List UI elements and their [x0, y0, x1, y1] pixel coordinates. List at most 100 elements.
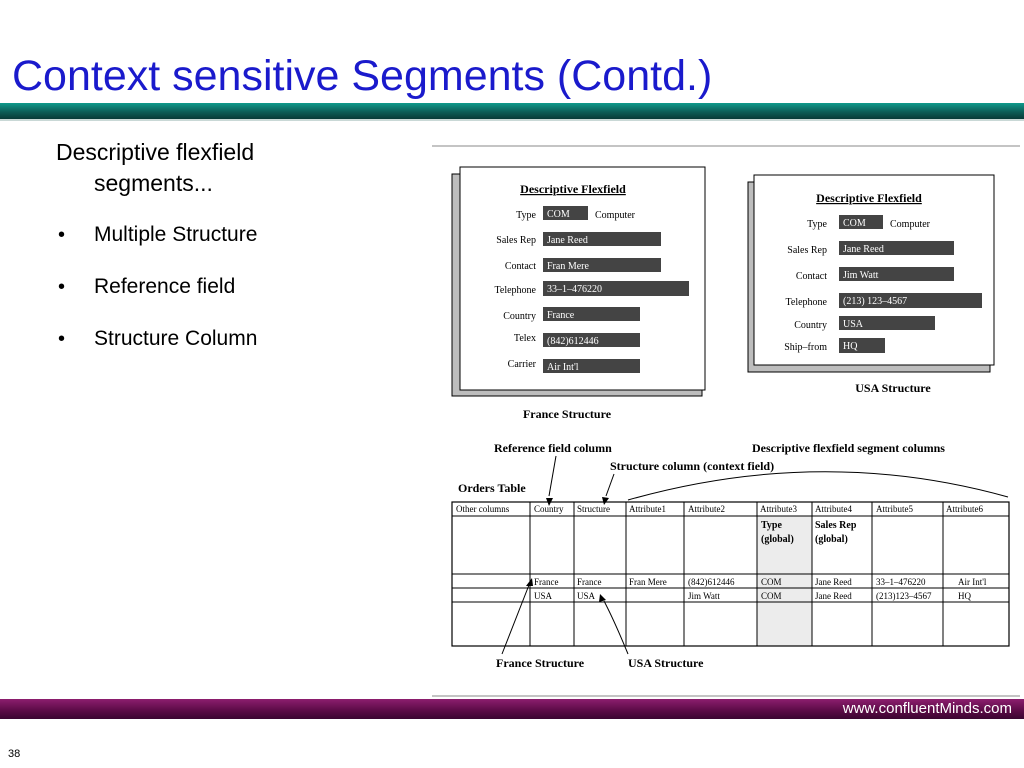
usa-type-field	[839, 215, 883, 229]
table-header-cell: Attribute4	[815, 504, 852, 514]
title-underline-highlight	[0, 119, 1024, 121]
bullet-label: Multiple Structure	[94, 223, 258, 246]
table-cell: COM	[761, 577, 782, 587]
footer-bar	[0, 699, 1024, 719]
attribute4-global-note: Sales Rep	[815, 520, 857, 531]
text-heading-line1: Descriptive flexfield	[56, 139, 255, 165]
france-field-value: Air Int'l	[547, 362, 579, 373]
table-cell: COM	[761, 591, 782, 601]
france-field-label: Type	[516, 210, 536, 221]
title-underline-bar	[0, 103, 1024, 119]
table-cell: Jane Reed	[815, 577, 852, 587]
bullet-item: •Structure Column	[56, 313, 386, 365]
france-field-label: Telex	[514, 333, 536, 344]
table-header-cell: Attribute3	[760, 504, 797, 514]
france-carrier-field	[543, 359, 640, 373]
france-field-value: France	[547, 310, 575, 321]
table-cell: France	[577, 577, 602, 587]
france-type-description: Computer	[595, 210, 636, 221]
bullet-text-block: Descriptive flexfield segments... • Multi…	[56, 137, 386, 365]
france-field-value: (842)612446	[547, 336, 599, 347]
france-field-label: Country	[503, 311, 536, 322]
table-header-cell: Structure	[577, 504, 610, 514]
france-structure-label: France Structure	[496, 656, 585, 670]
usa-field-label: Sales Rep	[787, 245, 827, 256]
usa-structure-arrow-line	[603, 600, 629, 655]
table-cell: (213)123–4567	[876, 591, 932, 601]
structure-arrow-head-icon	[602, 497, 609, 505]
france-form-caption: France Structure	[523, 407, 612, 421]
usa-field-value: Jim Watt	[843, 270, 879, 281]
flexfield-diagram: Descriptive Flexfield Type COM Computer …	[432, 140, 1022, 700]
usa-field-value: HQ	[843, 341, 858, 352]
table-header-cell: Other columns	[456, 504, 510, 514]
usa-shipfrom-field	[839, 338, 885, 353]
table-cell: France	[534, 577, 559, 587]
structure-arrow-line	[605, 473, 615, 497]
text-heading-line2: segments...	[94, 170, 213, 196]
france-telephone-field	[543, 281, 689, 296]
usa-type-description: Computer	[890, 219, 931, 230]
france-contact-field	[543, 258, 661, 272]
usa-salesrep-field	[839, 241, 954, 255]
france-telex-field	[543, 333, 640, 347]
usa-form-title: Descriptive Flexfield	[816, 191, 922, 205]
usa-flexfield-form: Descriptive Flexfield Type COM Computer …	[747, 174, 995, 395]
reference-field-column-label: Reference field column	[494, 441, 612, 455]
table-cell: Air Int'l	[958, 577, 987, 587]
bullet-item: •Reference field	[56, 261, 386, 313]
table-header-cell: Attribute1	[629, 504, 666, 514]
usa-field-value: USA	[843, 319, 864, 330]
attribute4-global-note: (global)	[815, 534, 848, 545]
usa-structure-arrow-head-icon	[599, 594, 606, 602]
table-header-cell: Attribute2	[688, 504, 725, 514]
france-field-value: COM	[547, 209, 570, 220]
attribute3-global-note: (global)	[761, 534, 794, 545]
usa-field-label: Contact	[796, 271, 827, 282]
table-cell: HQ	[958, 591, 971, 601]
france-form-title: Descriptive Flexfield	[520, 182, 626, 196]
usa-field-value: COM	[843, 218, 866, 229]
structure-column-label: Structure column (context field)	[610, 459, 774, 473]
table-header-cell: Attribute6	[946, 504, 983, 514]
france-field-value: Jane Reed	[547, 235, 588, 246]
france-salesrep-field	[543, 232, 661, 246]
table-cell: 33–1–476220	[876, 577, 926, 587]
usa-field-label: Country	[794, 320, 827, 331]
usa-field-label: Type	[807, 219, 827, 230]
page-number: 38	[8, 748, 21, 760]
slide-title: Context sensitive Segments (Contd.)	[12, 52, 713, 100]
bullet-label: Reference field	[94, 275, 236, 298]
france-flexfield-form: Descriptive Flexfield Type COM Computer …	[451, 166, 706, 421]
france-country-field	[543, 307, 640, 321]
usa-structure-label: USA Structure	[628, 656, 704, 670]
segment-columns-brace	[627, 471, 1009, 501]
usa-field-value: (213) 123–4567	[843, 296, 907, 307]
usa-country-field	[839, 316, 935, 330]
flexfield-diagram-svg: Descriptive Flexfield Type COM Computer …	[432, 145, 1020, 697]
table-header-cell: Attribute5	[876, 504, 913, 514]
france-structure-arrow-head-icon	[526, 578, 533, 586]
orders-table: Other columns Country Structure Attribut…	[451, 501, 1010, 647]
orders-table-label: Orders Table	[458, 481, 526, 495]
france-field-value: 33–1–476220	[547, 284, 602, 295]
usa-form-caption: USA Structure	[855, 381, 931, 395]
bullet-item: • Multiple Structure	[56, 209, 386, 261]
france-field-label: Sales Rep	[496, 235, 536, 246]
table-cell: (842)612446	[688, 577, 735, 587]
france-type-field	[543, 206, 588, 220]
france-field-label: Carrier	[508, 359, 537, 370]
global-attribute3-shade	[757, 516, 812, 646]
usa-contact-field	[839, 267, 954, 281]
france-field-value: Fran Mere	[547, 261, 589, 272]
table-cell: USA	[534, 591, 553, 601]
footer-url: www.confluentMinds.com	[842, 700, 1012, 717]
table-cell: USA	[577, 591, 596, 601]
segment-columns-label: Descriptive flexfield segment columns	[752, 441, 945, 455]
usa-field-label: Telephone	[785, 297, 827, 308]
table-header-cell: Country	[534, 504, 564, 514]
bullet-list: • Multiple Structure •Reference field •St…	[56, 209, 386, 365]
france-field-label: Contact	[505, 261, 536, 272]
reference-arrow-line	[548, 455, 557, 497]
bullet-dot-icon: •	[58, 224, 66, 246]
